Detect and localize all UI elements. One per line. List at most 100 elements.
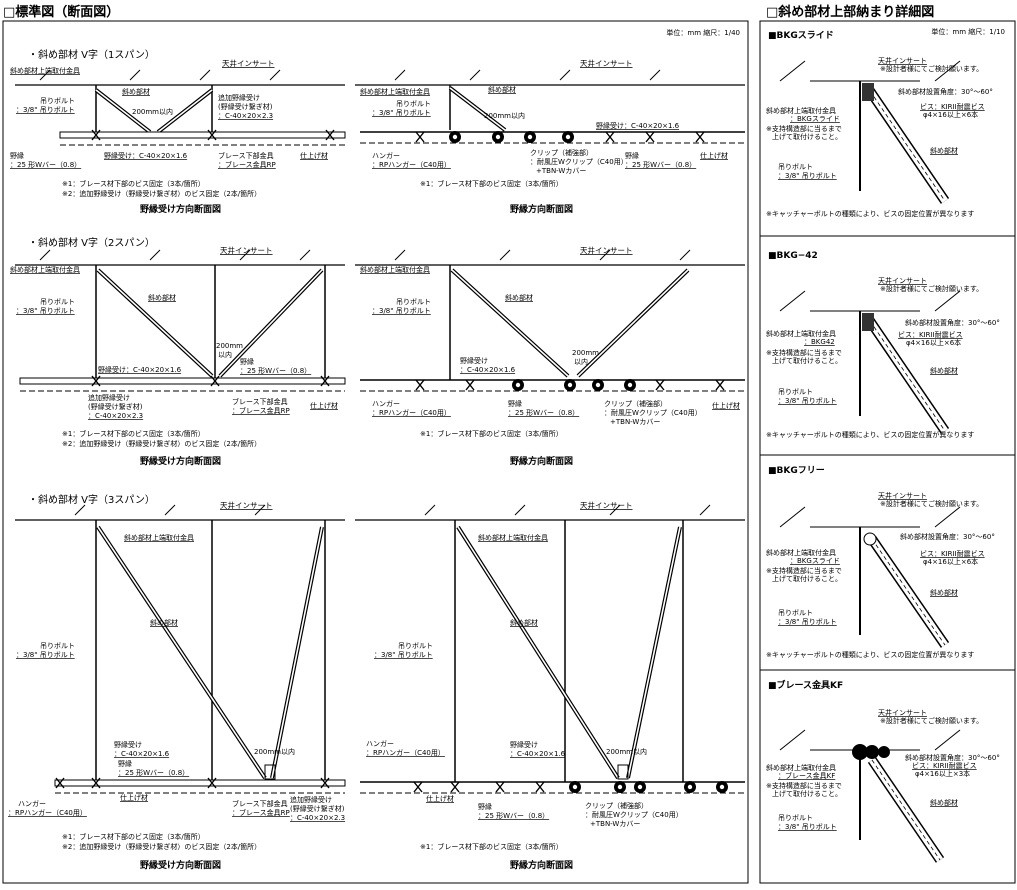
note: ※1：ブレース材下部のビス固定（3本/箇所） — [62, 179, 205, 188]
label: ビス：KIRII耐震ビス — [898, 330, 963, 339]
label: (野縁受け繋ぎ材) — [218, 102, 273, 111]
label: 追加野縁受け — [88, 393, 130, 402]
label: 天井インサート — [878, 276, 927, 285]
label: 野縁 — [240, 357, 254, 366]
label: 上げて取付けること。 — [772, 356, 842, 365]
label: 天井インサート — [878, 708, 927, 717]
label: 上げて取付けること。 — [772, 789, 842, 798]
label: ：3/8" 吊りボルト — [16, 307, 75, 315]
label: ハンガー — [366, 739, 394, 748]
note: ※キャッチャーボルトの種類により、ビスの固定位置が異なります — [766, 650, 974, 659]
note: ※2：追加野縁受け（野縁受け繋ぎ材）のビス固定（2本/箇所） — [62, 842, 261, 851]
label: 斜め部材上端取付金具 — [360, 265, 430, 274]
note: ※1：ブレース材下部のビス固定（3本/箇所） — [62, 429, 205, 438]
label: 仕上げ材 — [426, 794, 454, 803]
label: 天井インサート — [580, 500, 633, 510]
label: クリップ（補強部） — [530, 148, 593, 157]
detail-title: ■BKGスライド — [768, 30, 834, 41]
label: ：RPハンガー（C40用） — [372, 408, 451, 417]
note: ※1：ブレース材下部のビス固定（3本/箇所） — [420, 179, 563, 188]
label: 200mm — [216, 342, 243, 350]
label: 仕上げ材 — [300, 151, 328, 160]
section-heading: ・斜め部材 V字（3スパン） — [28, 493, 155, 506]
label: (野縁受け繋ぎ材) — [88, 402, 143, 411]
label: 天井インサート — [878, 56, 927, 65]
label: +TBN-Wカバー — [536, 167, 586, 175]
label: 斜め部材設置角度：30°～60° — [905, 753, 1000, 762]
label: ビス：KIRII耐震ビス — [920, 549, 985, 558]
label: 斜め部材上端取付金具 — [766, 548, 836, 557]
label: ：3/8" 吊りボルト — [778, 172, 837, 180]
label: 野縁 — [118, 759, 132, 768]
label: ※支持構造部に当るまで — [766, 124, 842, 133]
label: 吊りボルト — [778, 814, 813, 822]
label: ブレース下部金具 — [218, 151, 274, 160]
label: ：3/8" 吊りボルト — [374, 651, 433, 659]
label: 斜め部材 — [488, 85, 516, 94]
label: 斜め部材上端取付金具 — [10, 265, 80, 274]
label: 斜め部材 — [930, 366, 958, 375]
label: ：3/8" 吊りボルト — [778, 618, 837, 626]
label: 斜め部材設置角度：30°～60° — [900, 532, 995, 541]
label: ：C-40×20×2.3 — [290, 814, 345, 822]
label: 斜め部材上端取付金具 — [766, 763, 836, 772]
right-title: □斜め部材上部納まり詳細図 — [766, 4, 934, 20]
label: ：ブレース金具RP — [232, 406, 290, 415]
label: 野縁受け：C-40×20×1.6 — [104, 151, 188, 160]
note: ※1：ブレース材下部のビス固定（3本/箇所） — [62, 832, 205, 841]
label: ※支持構造部に当るまで — [766, 781, 842, 790]
label: ：25 形Wバー（0.8） — [10, 161, 81, 169]
label: ：耐風圧Wクリップ（C40用） — [604, 408, 702, 417]
label: 200mm以内 — [132, 107, 173, 116]
label: 天井インサート — [222, 58, 275, 68]
label: 野縁受け：C-40×20×1.6 — [596, 121, 680, 130]
label: ：3/8" 吊りボルト — [778, 823, 837, 831]
label: 斜め部材 — [122, 87, 150, 96]
label: ブレース下部金具 — [232, 799, 288, 808]
note: ※キャッチャーボルトの種類により、ビスの固定位置が異なります — [766, 430, 974, 439]
caption: 野縁方向断面図 — [510, 455, 573, 467]
note: ※キャッチャーボルトの種類により、ビスの固定位置が異なります — [766, 209, 974, 218]
right-unit: 単位：mm 縮尺：1/10 — [931, 27, 1005, 36]
label: 天井インサート — [580, 245, 633, 255]
label: ：耐風圧Wクリップ（C40用） — [585, 810, 683, 819]
label: 斜め部材上端取付金具 — [478, 533, 548, 542]
label: 仕上げ材 — [712, 401, 740, 410]
label: +TBN-Wカバー — [610, 418, 660, 426]
label: 野縁 — [508, 399, 522, 408]
label: ：BKGスライド — [790, 115, 840, 123]
label: 吊りボルト — [396, 100, 431, 108]
label: 斜め部材上端取付金具 — [124, 533, 194, 542]
label: 野縁受け — [460, 356, 488, 365]
label: 吊りボルト — [40, 642, 75, 650]
label: ：C-40×20×1.6 — [510, 750, 566, 758]
label: ：25 形Wバー（0.8） — [478, 812, 549, 820]
label: 斜め部材 — [505, 293, 533, 302]
label: 斜め部材上端取付金具 — [766, 329, 836, 338]
label: ：ブレース金具KF — [778, 771, 835, 780]
label: ：C-40×20×2.3 — [218, 112, 273, 120]
label: 野縁 — [10, 151, 24, 160]
label: 天井インサート — [220, 500, 273, 510]
label: ：RPハンガー（C40用） — [372, 160, 451, 169]
detail-bkg-slide: ■BKGスライド 天井インサート ※設計者様にてご検討願います。 斜め部材設置角… — [766, 30, 993, 218]
detail-bkg-42: ■BKG−42 天井インサート ※設計者様にてご検討願います。 斜め部材設置角度… — [766, 251, 1000, 439]
label: クリップ（補強部） — [585, 801, 648, 810]
label: ：3/8" 吊りボルト — [16, 106, 75, 114]
label: ：C-40×20×2.3 — [88, 412, 143, 420]
label: ：RPハンガー（C40用） — [366, 748, 445, 757]
label: ※支持構造部に当るまで — [766, 348, 842, 357]
label: 200mm以内 — [606, 747, 647, 756]
label: 斜め部材 — [930, 588, 958, 597]
caption: 野縁受け方向断面図 — [140, 859, 221, 871]
label: ブレース下部金具 — [232, 397, 288, 406]
label: ※支持構造部に当るまで — [766, 566, 842, 575]
label: 上げて取付けること。 — [772, 132, 842, 141]
section-heading: ・斜め部材 V字（1スパン） — [28, 48, 155, 61]
label: 吊りボルト — [40, 97, 75, 105]
label: 以内 — [218, 350, 232, 359]
label: 吊りボルト — [398, 642, 433, 650]
label: 吊りボルト — [778, 609, 813, 617]
label: 天井インサート — [878, 491, 927, 500]
label: ：3/8" 吊りボルト — [778, 397, 837, 405]
